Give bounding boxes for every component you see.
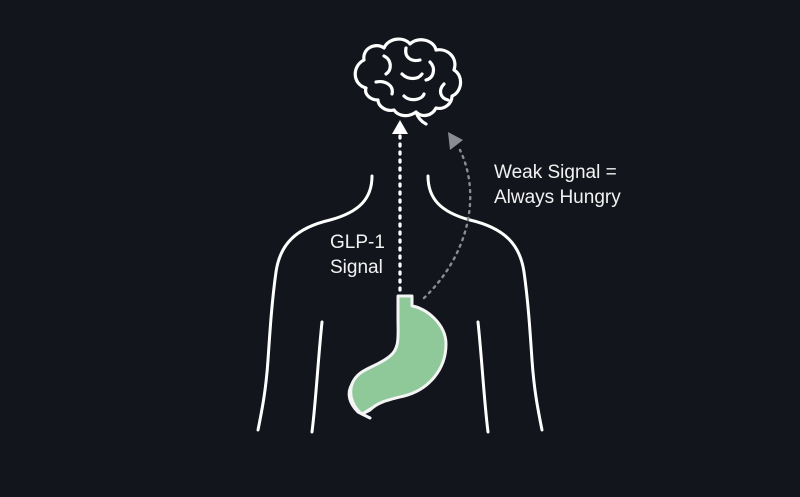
body-outline (256, 174, 544, 434)
glp1-signal-label: GLP-1 Signal (330, 230, 385, 280)
glp1-signal-arrow (392, 120, 408, 292)
brain-icon (353, 37, 463, 126)
stomach-icon (347, 294, 448, 420)
arrowhead-up-icon (392, 120, 408, 134)
glp1-label-line1: GLP-1 (330, 232, 385, 253)
weak-signal-label: Weak Signal = Always Hungry (494, 160, 621, 210)
glp1-label-line2: Signal (330, 257, 383, 278)
weak-label-line2: Always Hungry (494, 187, 621, 208)
weak-label-line1: Weak Signal = (494, 162, 617, 183)
arrowhead-weak-icon (448, 132, 463, 150)
weak-signal-arrow (422, 132, 472, 300)
